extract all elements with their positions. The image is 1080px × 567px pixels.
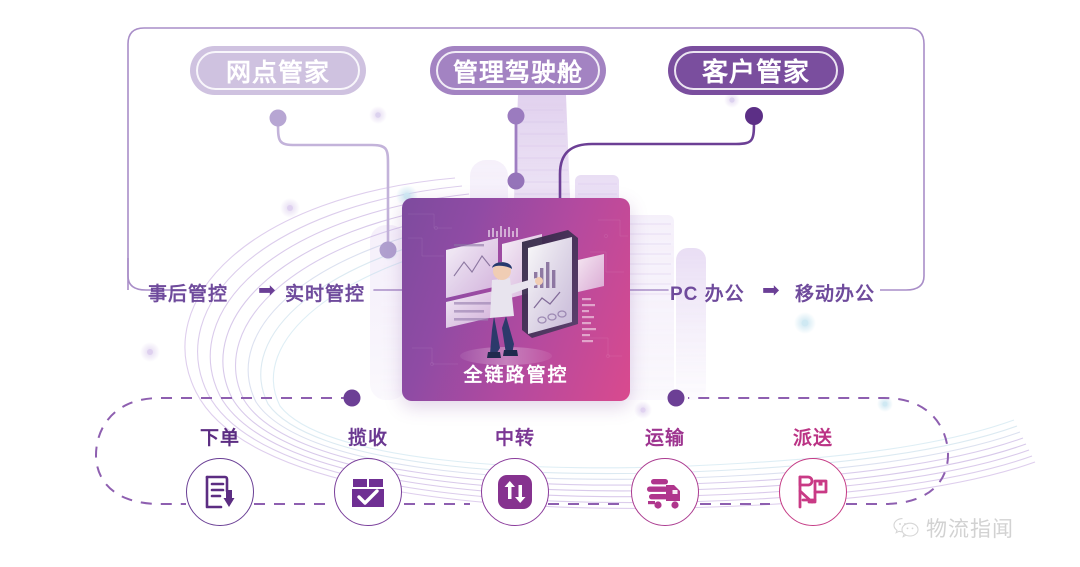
midtext-pc: PC 办公 xyxy=(670,284,745,305)
top-pill-label: 管理驾驶舱 xyxy=(452,58,583,87)
connector-dot xyxy=(379,241,397,259)
stage-icon-circle[interactable] xyxy=(186,458,254,526)
connector-dot xyxy=(745,107,763,125)
watermark: 物流指闻 xyxy=(893,513,1014,543)
connector-dot xyxy=(507,172,525,190)
arrow-right-icon: ➡ xyxy=(258,279,276,302)
connector-middle xyxy=(507,107,525,190)
top-pill-kehu[interactable]: 客户管家 xyxy=(668,46,844,95)
document-download-icon xyxy=(205,475,235,509)
connector-dot xyxy=(507,107,525,125)
stage-label: 揽收 xyxy=(347,428,388,449)
watermark-text: 物流指闻 xyxy=(926,517,1014,541)
top-pill-label: 客户管家 xyxy=(701,57,810,87)
phone xyxy=(522,230,578,338)
transfer-arrows-icon xyxy=(498,475,532,509)
stage-label: 运输 xyxy=(644,428,685,449)
stage-node-lanshou[interactable]: 揽收 xyxy=(325,423,411,526)
center-card[interactable]: 全链路管控 xyxy=(402,198,630,401)
stage-icon-circle[interactable] xyxy=(481,458,549,526)
arrow-right-icon: ➡ xyxy=(762,279,780,302)
connector-left xyxy=(269,109,397,259)
person-figure xyxy=(487,262,543,358)
stage-node-zhongzhuan[interactable]: 中转 xyxy=(472,423,558,526)
top-pill-label: 网点管家 xyxy=(225,58,330,87)
midtext-shishi: 实时管控 xyxy=(285,284,366,305)
courier-person-icon xyxy=(798,475,828,509)
top-pill-guanli[interactable]: 管理驾驶舱 xyxy=(430,46,606,95)
stage-icon-circle[interactable] xyxy=(334,458,402,526)
pill-inner-ring xyxy=(196,51,360,90)
pill-inner-ring xyxy=(436,51,600,90)
loop-dot-left xyxy=(343,389,361,407)
midtext-yidong: 移动办公 xyxy=(795,284,876,305)
stage-node-xiadan[interactable]: 下单 xyxy=(177,423,263,526)
stage-icon-circle[interactable] xyxy=(631,458,699,526)
stage-icon-circle[interactable] xyxy=(779,458,847,526)
card-illustration xyxy=(408,213,628,366)
stage-label: 中转 xyxy=(494,428,535,449)
wechat-icon xyxy=(893,518,919,538)
top-pill-wangdian[interactable]: 网点管家 xyxy=(190,46,366,95)
stage-label: 派送 xyxy=(792,428,833,449)
center-card-title: 全链路管控 xyxy=(463,365,569,386)
loop-dot-right xyxy=(667,389,685,407)
midtext-shihou: 事后管控 xyxy=(148,284,229,305)
stage-node-paisong[interactable]: 派送 xyxy=(770,423,856,526)
stage-label: 下单 xyxy=(199,428,240,449)
connector-dot xyxy=(269,109,287,127)
delivery-truck-icon xyxy=(647,479,680,509)
box-check-icon xyxy=(352,479,384,507)
pill-inner-ring xyxy=(674,51,838,90)
stage-node-yunshu[interactable]: 运输 xyxy=(622,423,708,526)
